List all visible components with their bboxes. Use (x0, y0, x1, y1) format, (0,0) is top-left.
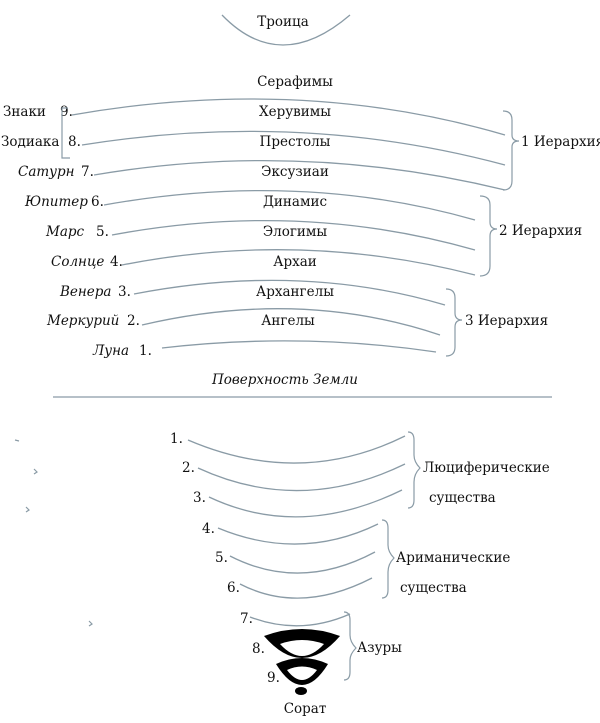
sphere-num: 2. (127, 313, 140, 329)
asura-brace (343, 611, 357, 681)
sphere-arc-1 (161, 340, 437, 353)
asura-arc-8-inner (280, 640, 324, 656)
sphere-name: Солнце (51, 254, 104, 270)
sphere-num: 3. (118, 284, 131, 300)
hierarchy-2-brace (479, 195, 498, 277)
lower-arc-7 (249, 613, 351, 627)
being-label: Элогимы (263, 224, 328, 240)
lucifer-brace (407, 431, 421, 509)
hierarchy-3-brace (445, 288, 463, 357)
hierarchy-label: 3 Иерархия (465, 313, 548, 329)
sphere-num: 7. (81, 164, 94, 180)
group-label: существа (429, 490, 496, 506)
sphere-name: Юпитер (24, 194, 88, 210)
sphere-arc-8 (81, 130, 506, 166)
lower-num: 8. (252, 641, 265, 657)
sphere-arc-4 (121, 249, 476, 276)
sphere-arcs (71, 98, 506, 353)
sphere-arc-6 (103, 189, 476, 221)
lower-num: 3. (193, 490, 206, 506)
hierarchy-label: 1 Иерархия (521, 134, 600, 150)
sphere-name: Меркурий (46, 313, 119, 329)
lower-num: 9. (267, 670, 280, 686)
lower-arc-5 (229, 551, 376, 574)
sphere-name: Марс (45, 224, 85, 240)
lower-num: 7. (240, 611, 253, 627)
being-label: Серафимы (257, 74, 333, 90)
group-label: Ариманические (396, 550, 510, 566)
group-label: Люциферические (423, 460, 550, 476)
trinity-label: Троица (257, 14, 309, 30)
asura-arc-9-inner (287, 666, 317, 680)
sphere-name: Зодиака (1, 134, 59, 150)
lower-arcs (187, 435, 406, 627)
lower-num: 5. (215, 550, 228, 566)
earth-surface-label: Поверхность Земли (211, 372, 358, 388)
lower-num: 4. (202, 521, 215, 537)
lower-numbers: 1. 2. 3. 4. 5. 6. 7. 8. 9. (170, 431, 280, 686)
sphere-arc-2 (141, 308, 441, 336)
group-label: Азуры (357, 640, 402, 656)
lower-arc-2 (197, 463, 406, 492)
sphere-num: 5. (96, 224, 109, 240)
hierarchy-label: 2 Иерархия (499, 223, 582, 239)
being-label: Эксузиаи (261, 164, 329, 180)
lower-arc-4 (217, 523, 379, 545)
sphere-arc-9 (71, 98, 506, 136)
sorat-point (295, 687, 307, 695)
lower-num: 1. (170, 431, 183, 447)
sphere-num: 6. (91, 194, 104, 210)
sphere-num: 8. (68, 134, 81, 150)
sphere-name: Знаки (3, 104, 46, 120)
being-label: Архаи (273, 254, 317, 270)
beings-labels: Серафимы Херувимы Престолы Эксузиаи Дина… (256, 74, 334, 329)
zodiac-bracket (61, 107, 70, 159)
stray-marks (14, 439, 93, 627)
sphere-name: Луна (92, 343, 129, 359)
being-label: Херувимы (259, 104, 331, 120)
sphere-name: Венера (59, 284, 111, 300)
ahriman-brace (381, 519, 395, 599)
sphere-num: 4. (110, 254, 123, 270)
sorat-label: Сорат (284, 701, 327, 717)
being-label: Престолы (260, 134, 331, 150)
lower-arc-1 (187, 435, 406, 464)
sphere-arc-3 (133, 279, 446, 306)
sphere-num: 1. (139, 343, 152, 359)
sphere-labels: Знаки 9. Зодиака 8. Сатурн 7. Юпитер 6. … (1, 104, 152, 359)
trinity-arc (221, 14, 351, 46)
group-label: существа (400, 580, 467, 596)
sphere-arc-5 (111, 219, 476, 251)
being-label: Архангелы (256, 284, 334, 300)
being-label: Динамис (263, 194, 327, 210)
sphere-name: Сатурн (18, 164, 75, 180)
hierarchy-1-brace (502, 110, 520, 191)
sphere-arc-7 (93, 159, 506, 191)
lower-arc-3 (208, 489, 403, 518)
being-label: Ангелы (261, 313, 315, 329)
lower-num: 6. (227, 580, 240, 596)
lower-arc-6 (239, 577, 373, 599)
lower-num: 2. (182, 460, 195, 476)
